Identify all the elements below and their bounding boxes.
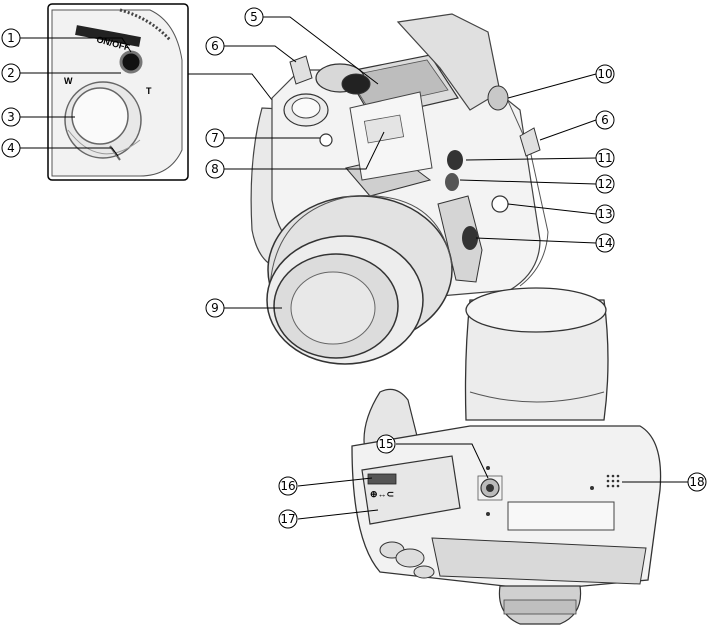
callout-circle bbox=[278, 476, 298, 496]
callout-circle bbox=[205, 159, 225, 179]
callout-number: 4 bbox=[7, 141, 15, 155]
callout-number: 5 bbox=[250, 10, 258, 24]
callout-number: 9 bbox=[211, 301, 219, 315]
callout-circle bbox=[205, 298, 225, 318]
camera-bottom-view: ⊕↔⊂ bbox=[351, 287, 662, 625]
callout-circle bbox=[278, 509, 298, 529]
callout-11: 11 bbox=[595, 148, 615, 168]
callout-4: 4 bbox=[1, 138, 21, 158]
callout-circle bbox=[595, 233, 615, 253]
power-button bbox=[119, 50, 143, 74]
leader-lines bbox=[20, 16, 688, 520]
callout-number: 6 bbox=[211, 39, 219, 53]
callout-circle bbox=[376, 434, 396, 454]
callout-number: 7 bbox=[211, 131, 219, 145]
callout-number: 2 bbox=[7, 66, 15, 80]
callout-circle bbox=[595, 204, 615, 224]
callout-8: 8 bbox=[205, 159, 225, 179]
callout-9: 9 bbox=[205, 298, 225, 318]
callout-6: 6 bbox=[595, 110, 615, 130]
speaker bbox=[606, 474, 620, 488]
callout-circle bbox=[595, 148, 615, 168]
callout-circle bbox=[595, 110, 615, 130]
callout-16: 16 bbox=[278, 476, 298, 496]
callout-number: 15 bbox=[378, 437, 393, 451]
callout-7: 7 bbox=[205, 128, 225, 148]
callout-circle bbox=[205, 128, 225, 148]
battery-card-cover bbox=[361, 455, 461, 525]
callout-number: 8 bbox=[211, 162, 219, 176]
callout-14: 14 bbox=[595, 233, 615, 253]
side-cover bbox=[437, 195, 483, 283]
callout-circle bbox=[1, 138, 21, 158]
callout-number: 16 bbox=[280, 479, 295, 493]
callout-15: 15 bbox=[376, 434, 396, 454]
zoom-t-label: T bbox=[146, 86, 152, 96]
callout-17: 17 bbox=[278, 509, 298, 529]
side-button-lower bbox=[445, 173, 459, 191]
callout-circle bbox=[1, 63, 21, 83]
callout-number: 12 bbox=[597, 177, 612, 191]
callout-number: 3 bbox=[7, 110, 15, 124]
callout-3: 3 bbox=[1, 107, 21, 127]
af-lamp bbox=[319, 133, 333, 147]
callout-10: 10 bbox=[595, 64, 615, 84]
side-button-upper bbox=[447, 150, 463, 170]
callout-18: 18 bbox=[687, 472, 707, 492]
callout-12: 12 bbox=[595, 174, 615, 194]
battery-lock bbox=[367, 473, 397, 485]
side-round-button bbox=[491, 195, 509, 213]
strap-eyelet-left bbox=[289, 55, 313, 85]
callout-number: 11 bbox=[597, 151, 612, 165]
callout-number: 13 bbox=[597, 207, 612, 221]
callout-circle bbox=[595, 64, 615, 84]
callout-number: 6 bbox=[601, 113, 609, 127]
callout-number: 1 bbox=[7, 31, 15, 45]
callout-number: 17 bbox=[280, 512, 295, 526]
callout-circle bbox=[205, 36, 225, 56]
callout-circle bbox=[1, 28, 21, 48]
strap-eyelet-right bbox=[519, 127, 541, 157]
callout-6: 6 bbox=[205, 36, 225, 56]
callout-5: 5 bbox=[244, 7, 264, 27]
callout-2: 2 bbox=[1, 63, 21, 83]
diopter-knob bbox=[487, 85, 509, 111]
callout-number: 14 bbox=[597, 236, 612, 250]
callout-circle bbox=[595, 174, 615, 194]
battery-lock-text: ⊕↔⊂ bbox=[370, 489, 394, 499]
callout-number: 10 bbox=[597, 67, 612, 81]
callout-circle bbox=[687, 472, 707, 492]
inset-top-controls: ON/OFF W T bbox=[47, 3, 189, 181]
callout-circle bbox=[1, 107, 21, 127]
callout-circle bbox=[244, 7, 264, 27]
shutter-button bbox=[71, 87, 129, 145]
zoom-w-label: W bbox=[64, 76, 73, 86]
callout-1: 1 bbox=[1, 28, 21, 48]
callout-number: 18 bbox=[689, 475, 704, 489]
callout-13: 13 bbox=[595, 204, 615, 224]
